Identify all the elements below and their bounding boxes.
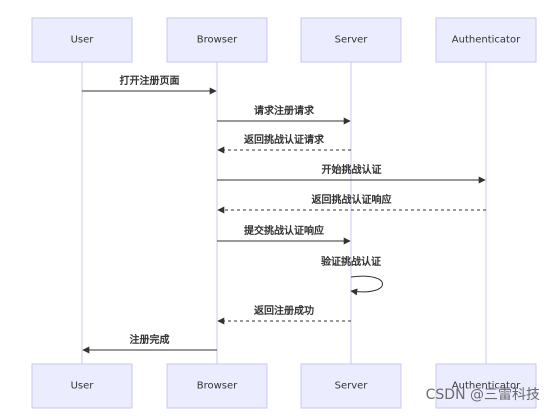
message-label: 验证挑战认证: [321, 255, 381, 268]
message-1: 打开注册页面: [82, 74, 217, 95]
actor-label-server: Server: [335, 35, 369, 46]
actor-box-authenticator: [435, 363, 537, 409]
actor-browser-top: Browser: [166, 17, 268, 63]
message-4: 开始挑战认证: [217, 163, 486, 184]
actor-box-server: [300, 17, 402, 63]
actor-label-browser: Browser: [197, 381, 238, 392]
message-label: 请求注册请求: [254, 104, 315, 117]
actor-authenticator-bottom: Authenticator: [435, 363, 537, 409]
actor-server-top: Server: [300, 17, 402, 63]
actor-label-user: User: [71, 35, 95, 46]
message-label: 开始挑战认证: [322, 163, 382, 176]
actor-label-server: Server: [335, 381, 369, 392]
actor-box-browser: [166, 363, 268, 409]
actor-authenticator-top: Authenticator: [435, 17, 537, 63]
message-label: 返回挑战认证请求: [244, 133, 325, 146]
actor-server-bottom: Server: [300, 363, 402, 409]
actor-label-browser: Browser: [197, 35, 238, 46]
actor-label-authenticator: Authenticator: [452, 35, 521, 46]
message-6: 提交挑战认证响应: [217, 224, 351, 245]
lifelines: [81, 62, 487, 364]
message-label: 打开注册页面: [120, 74, 180, 87]
actor-user-bottom: User: [31, 363, 133, 409]
actor-box-authenticator: [435, 17, 537, 63]
actor-label-authenticator: Authenticator: [452, 381, 521, 392]
actor-box-user: [31, 363, 133, 409]
message-self-loop: [350, 275, 383, 296]
message-label: 返回注册成功: [254, 304, 314, 317]
message-9: 注册完成: [82, 333, 217, 354]
actors-top: User Browser Server Authenticator: [31, 17, 537, 63]
message-8: 返回注册成功: [217, 304, 351, 325]
messages: 打开注册页面请求注册请求返回挑战认证请求开始挑战认证返回挑战认证响应提交挑战认证…: [82, 74, 486, 354]
actor-label-user: User: [71, 381, 95, 392]
actors-bottom: User Browser Server Authenticator: [31, 363, 537, 409]
message-3: 返回挑战认证请求: [217, 133, 351, 154]
message-label: 注册完成: [130, 333, 170, 346]
actor-box-user: [31, 17, 133, 63]
actor-browser-bottom: Browser: [166, 363, 268, 409]
message-2: 请求注册请求: [217, 104, 351, 125]
message-5: 返回挑战认证响应: [217, 193, 486, 214]
actor-user-top: User: [31, 17, 133, 63]
actor-box-browser: [166, 17, 268, 63]
message-label: 返回挑战认证响应: [312, 193, 392, 206]
watermark-text: CSDN @三雷科技: [425, 387, 540, 403]
actor-box-server: [300, 363, 402, 409]
message-7: 验证挑战认证: [321, 255, 383, 296]
message-label: 提交挑战认证响应: [244, 224, 324, 237]
